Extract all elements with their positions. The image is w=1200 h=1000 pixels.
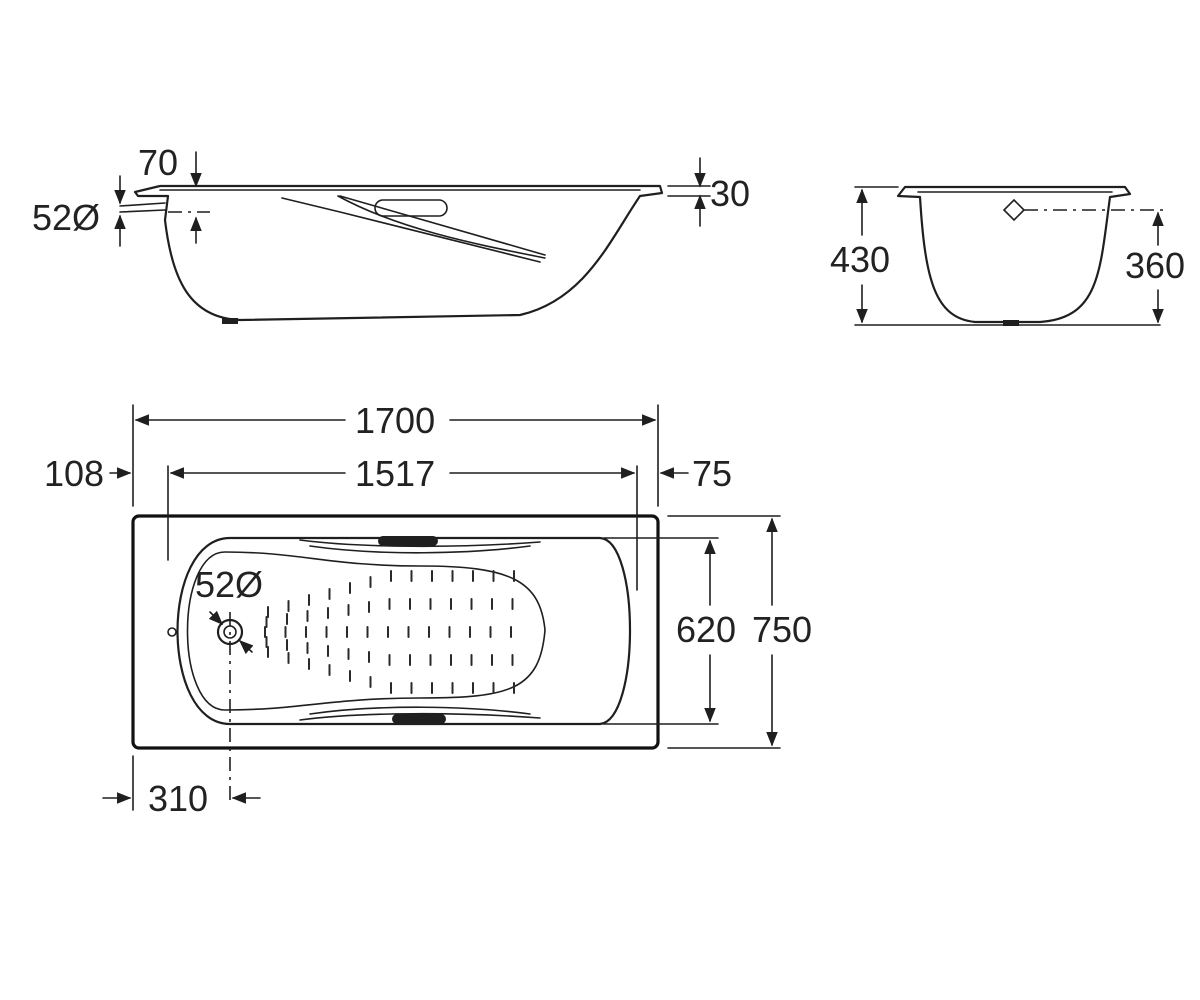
plan-view: 52Ø 1700 1517 108 75 620 750 bbox=[44, 400, 812, 819]
dim-end-overflow-height: 360 bbox=[1125, 245, 1185, 286]
plan-view-grip-bottom bbox=[392, 714, 446, 724]
plan-view-grip-top bbox=[378, 536, 438, 546]
side-view-foot bbox=[222, 318, 238, 324]
dim-plan-left-rim: 108 bbox=[44, 453, 104, 494]
plan-view-handle-top bbox=[299, 539, 541, 554]
dim-side-rim-height: 70 bbox=[138, 142, 178, 183]
plan-view-basin-outline bbox=[176, 536, 631, 726]
side-view: 70 52Ø 30 bbox=[32, 142, 750, 324]
dim-plan-drain-diameter: 52Ø bbox=[195, 564, 263, 605]
dim-side-rim-thickness: 30 bbox=[710, 173, 750, 214]
dim-plan-inner-width: 620 bbox=[676, 609, 736, 650]
dim-plan-drain-offset: 310 bbox=[148, 778, 208, 819]
plan-view-drain-leader-2 bbox=[238, 640, 254, 655]
plan-view-outer-rim bbox=[131, 514, 660, 750]
plan-view-anti-slip-pattern bbox=[264, 570, 515, 694]
dim-plan-inner-length: 1517 bbox=[355, 453, 435, 494]
side-view-overflow-pipe-2 bbox=[119, 209, 166, 213]
plan-view-basin-inner bbox=[186, 551, 546, 711]
end-view-overflow-fitting bbox=[1002, 198, 1026, 222]
dim-plan-right-rim: 75 bbox=[692, 453, 732, 494]
plan-view-overflow-marker bbox=[167, 627, 177, 637]
dim-plan-overall-length: 1700 bbox=[355, 400, 435, 441]
plan-view-drain-leader bbox=[208, 610, 224, 626]
plan-view-handle-bottom bbox=[299, 706, 541, 721]
side-view-handle bbox=[281, 195, 546, 263]
dim-end-total-height: 430 bbox=[830, 239, 890, 280]
side-view-overflow-pipe bbox=[119, 202, 166, 207]
side-view-grip bbox=[374, 199, 448, 217]
dim-side-overflow-diameter: 52Ø bbox=[32, 197, 100, 238]
side-view-outline bbox=[133, 184, 664, 322]
end-view-outline bbox=[896, 185, 1132, 324]
dim-plan-overall-width: 750 bbox=[752, 609, 812, 650]
end-view: 430 360 bbox=[830, 185, 1185, 326]
end-view-foot bbox=[1003, 320, 1019, 326]
